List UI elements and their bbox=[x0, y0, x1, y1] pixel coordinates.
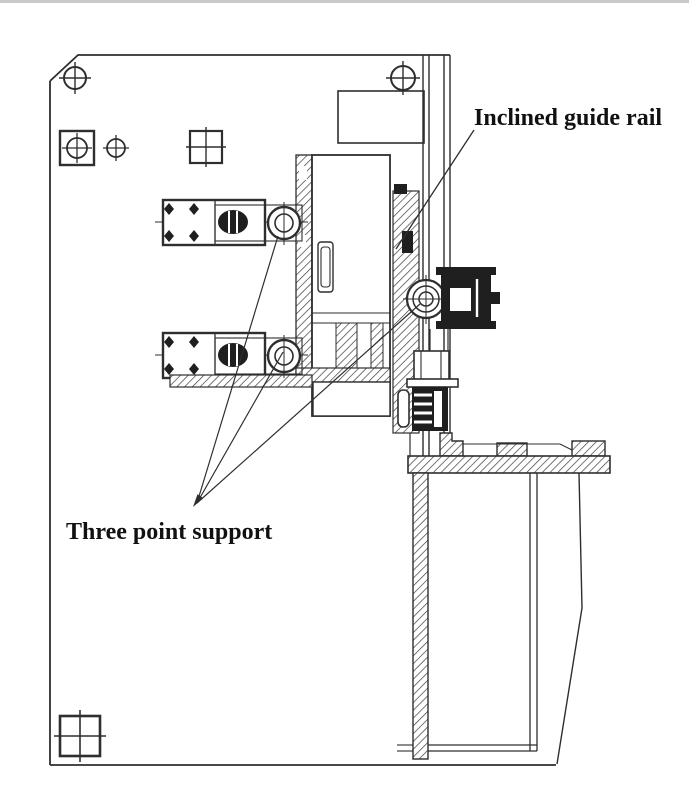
mounting-hole-square-top bbox=[186, 127, 226, 167]
label-inclined-guide-rail: Inclined guide rail bbox=[474, 105, 662, 131]
base-plate bbox=[49, 54, 556, 766]
leader-three-point-1 bbox=[196, 235, 279, 504]
mounting-hole-square-circle bbox=[58, 129, 96, 167]
drive-unit bbox=[403, 267, 500, 329]
upper-support-arm bbox=[155, 198, 308, 247]
tank bbox=[397, 432, 611, 765]
leader-arrowhead-icon bbox=[193, 494, 204, 507]
spring-assembly bbox=[397, 329, 459, 431]
leader-inclined-guide-rail bbox=[395, 129, 475, 250]
flange-block bbox=[496, 442, 528, 457]
upper-housing bbox=[337, 90, 425, 144]
assembly-drawing: Inclined guide rail Three point support bbox=[49, 54, 662, 766]
flange-block bbox=[571, 440, 606, 457]
arm-cam bbox=[218, 343, 248, 367]
carriage-slot bbox=[317, 241, 334, 293]
guide-pin bbox=[397, 389, 410, 428]
tank-left-wall bbox=[412, 472, 429, 760]
carriage-rib bbox=[335, 322, 358, 369]
label-three-point-support: Three point support bbox=[66, 519, 272, 545]
alignment-target-small-icon bbox=[103, 135, 129, 161]
arm-mount-strip bbox=[169, 374, 313, 388]
leader-three-point-3 bbox=[196, 303, 421, 504]
mounting-hole-square-bottom bbox=[54, 710, 106, 762]
leader-three-point-2 bbox=[196, 351, 284, 504]
bolt-diamond-icon bbox=[164, 336, 199, 375]
lower-support-arm bbox=[155, 331, 313, 388]
tank-flange bbox=[407, 455, 611, 474]
bolt-diamond-icon bbox=[164, 203, 199, 242]
leader-lines bbox=[193, 129, 475, 507]
tank-right-wall bbox=[556, 472, 583, 765]
flange-block bbox=[439, 432, 464, 457]
alignment-target-top-right-icon bbox=[386, 61, 420, 95]
carriage bbox=[295, 154, 420, 434]
alignment-target-top-left-icon bbox=[59, 62, 91, 94]
arm-cam bbox=[218, 210, 248, 234]
